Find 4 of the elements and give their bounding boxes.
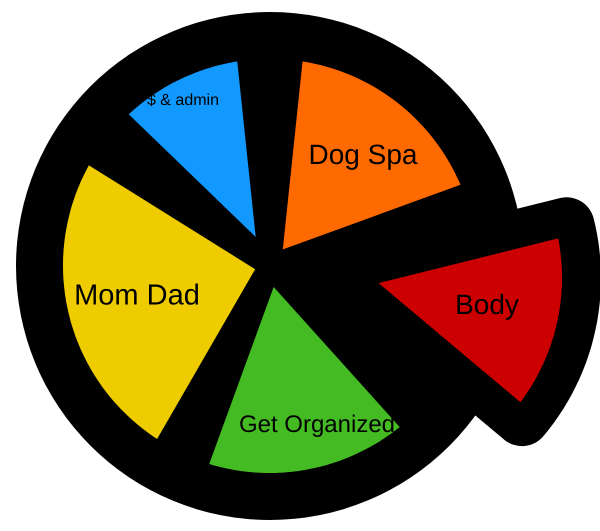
slice-label: Dog Spa [308, 138, 418, 171]
slice-label: Body [455, 288, 519, 321]
slice-label: Get Organized [238, 411, 396, 439]
slice-label: Mom Dad [74, 279, 200, 312]
